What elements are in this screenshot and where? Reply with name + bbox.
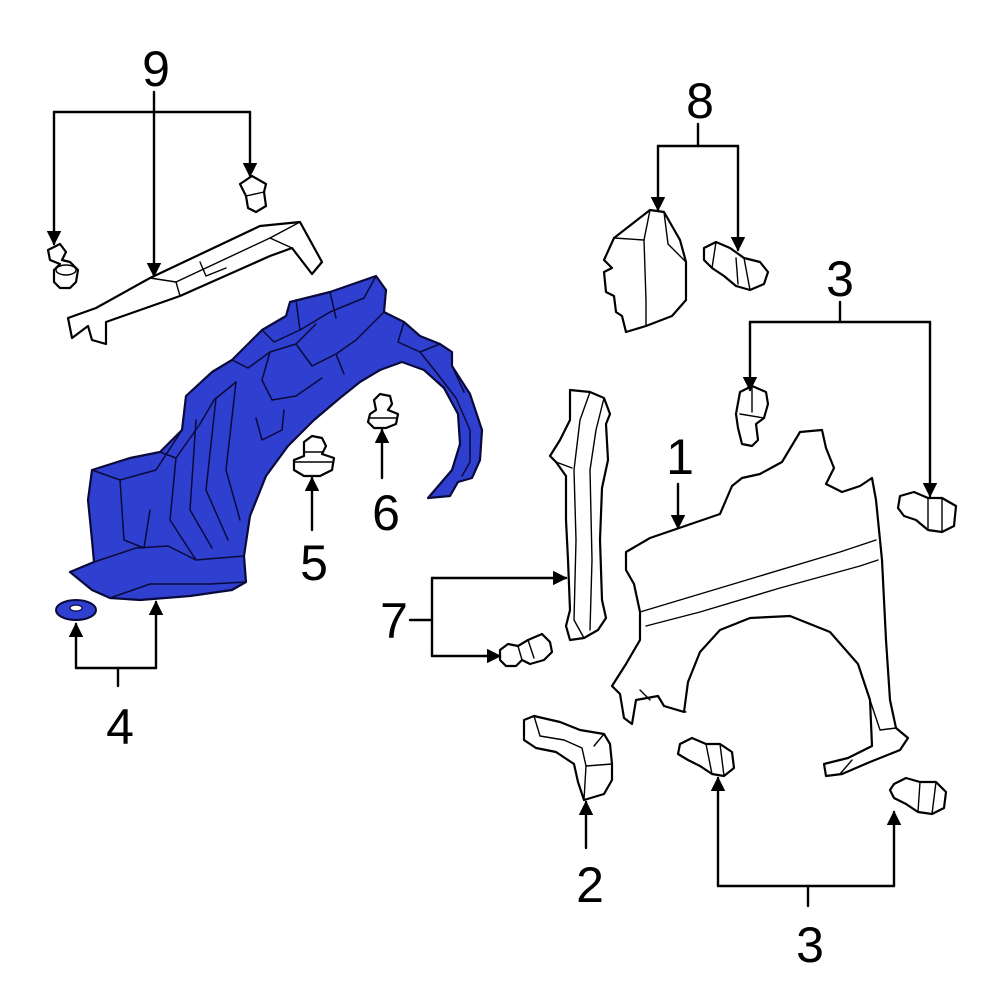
part-7-bolt[interactable]	[498, 632, 554, 668]
part-7-vertical-bracket[interactable]	[548, 388, 612, 642]
callout-3-bottom: 3	[796, 917, 824, 973]
callout-1: 1	[666, 429, 694, 485]
callout-3-top: 3	[826, 251, 854, 307]
part-6-push-clip[interactable]	[366, 392, 400, 430]
callout-7: 7	[380, 593, 408, 649]
callout-4: 4	[106, 699, 134, 755]
callout-numbers: 9 8 3 1 6 5 7 4 2 3	[106, 41, 854, 973]
callout-8: 8	[686, 73, 714, 129]
part-2-bracket[interactable]	[522, 714, 614, 802]
callout-2: 2	[576, 857, 604, 913]
part-4-fender-liner[interactable]	[68, 274, 484, 602]
part-3-bolt-bottom-left[interactable]	[676, 736, 736, 778]
part-3-bolt-top-right[interactable]	[896, 490, 958, 534]
callout-6: 6	[372, 485, 400, 541]
callout-9: 9	[142, 41, 170, 97]
part-8-block[interactable]	[602, 208, 688, 334]
part-3-bolt-bottom-right[interactable]	[888, 776, 948, 816]
part-8-bolt[interactable]	[702, 240, 770, 292]
part-9-clip-right[interactable]	[238, 174, 268, 214]
part-1-fender[interactable]	[610, 428, 910, 778]
part-9-clip-left[interactable]	[46, 242, 80, 290]
part-3-bolt-top-left[interactable]	[734, 384, 770, 448]
part-4-washer[interactable]	[55, 599, 97, 621]
part-5-push-clip[interactable]	[292, 434, 336, 478]
part-9-rail-bracket[interactable]	[66, 220, 324, 346]
callout-5: 5	[300, 535, 328, 591]
leader-lines	[46, 90, 938, 908]
